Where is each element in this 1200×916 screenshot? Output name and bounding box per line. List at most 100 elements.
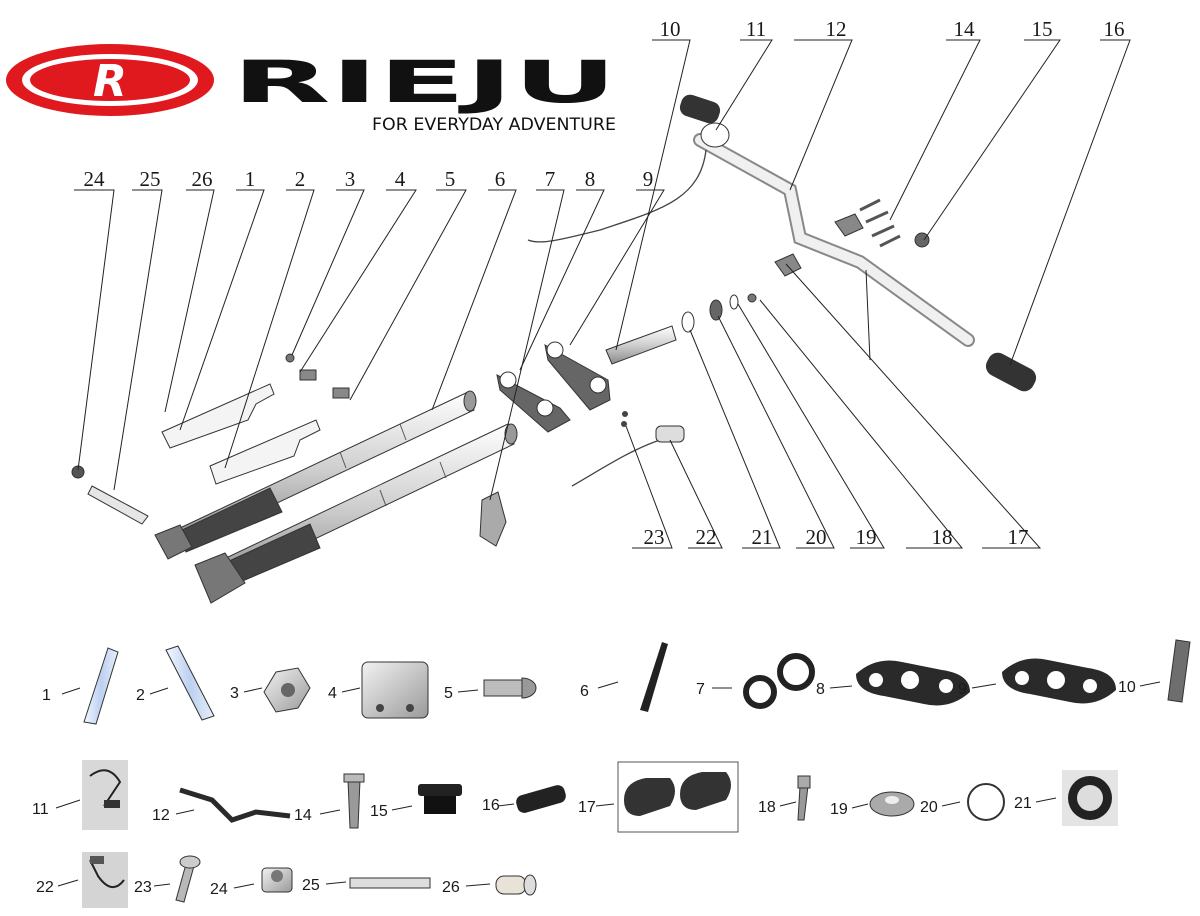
catalog-item-15: 15 [370,784,462,820]
callout-6: 6 [495,167,506,191]
catalog-item-17: 17 [578,761,739,833]
callout-20: 20 [806,525,827,549]
catalog-label-19: 19 [830,801,848,818]
catalog-item-4: 4 [328,661,429,719]
catalog-label-17: 17 [578,799,596,816]
catalog-label-7: 7 [696,681,705,698]
logo-oval-core [30,59,190,101]
callout-21: 21 [752,525,773,549]
catalog-item-9: 9 [958,658,1116,704]
catalog-label-14: 14 [294,807,312,824]
callout-3: 3 [345,167,356,191]
catalog-item-14: 14 [294,773,365,829]
catalog-item-24: 24 [210,867,293,898]
upper-triple-clamp [544,341,611,411]
catalog-item-2: 2 [136,645,215,721]
part-14-bolt [347,779,361,829]
fork-foot-left [154,524,193,560]
part-11-throttle-photo [82,760,128,830]
callout-labels: 24 25 26 1 2 3 4 5 6 7 8 9 10 11 12 14 1… [84,17,1125,549]
fork-tube-left [177,390,477,553]
fork-guard-right [209,419,321,485]
part-15-bar-plug [418,784,462,796]
catalog-label-21: 21 [1014,795,1032,812]
part-18-bolt [797,785,809,821]
brand-name: RIEJU [232,48,617,116]
catalog-label-11: 11 [32,801,49,818]
callout-7: 7 [545,167,556,191]
catalog-label-2: 2 [136,687,145,704]
part-1-fork-guard [83,647,119,725]
callout-8: 8 [585,167,596,191]
part-7-hose-guide [743,675,777,709]
callout-1: 1 [245,167,256,191]
catalog-label-16: 16 [482,797,500,814]
catalog-item-7: 7 [696,653,815,709]
bar-clamp-lower [774,253,802,277]
catalog-label-4: 4 [328,685,337,702]
catalog-item-5: 5 [444,677,537,702]
throttle-housing [700,122,730,148]
callout-16: 16 [1104,17,1125,41]
callout-2: 2 [295,167,306,191]
catalog-label-5: 5 [444,685,453,702]
catalog-label-6: 6 [580,683,589,700]
part-25-axle [349,877,431,889]
callout-17: 17 [1008,525,1029,549]
catalog-item-1: 1 [42,647,119,725]
callout-18: 18 [932,525,953,549]
catalog-item-18: 18 [758,775,811,821]
catalog-label-3: 3 [230,685,239,702]
catalog-label-23: 23 [134,879,152,896]
catalog-label-22: 22 [36,879,54,896]
callout-22: 22 [696,525,717,549]
brand-tagline: FOR EVERYDAY ADVENTURE [372,115,616,135]
throttle-grip [679,94,721,124]
callout-15: 15 [1032,17,1053,41]
callout-23: 23 [644,525,665,549]
part-17-clamp-a [624,778,675,816]
catalog-label-26: 26 [442,879,460,896]
catalog-label-10: 10 [1118,679,1136,696]
catalog-label-18: 18 [758,799,776,816]
callout-19: 19 [856,525,877,549]
callout-25: 25 [140,167,161,191]
catalog-label-15: 15 [370,803,388,820]
rieju-logo: R RIEJU FOR EVERYDAY ADVENTURE [6,44,617,135]
kill-switch-wire [571,439,661,487]
catalog-label-20: 20 [920,799,938,816]
kill-switch [655,425,685,443]
exploded-view-artwork [71,94,1037,604]
catalog-item-10: 10 [1118,639,1191,703]
catalog-item-19: 19 [830,791,915,818]
catalog-item-23: 23 [134,855,201,903]
bearing-seal [709,299,723,321]
callout-5: 5 [445,167,456,191]
part-20-o-ring [967,783,1005,821]
catalog-label-24: 24 [210,881,228,898]
clamp-right [332,387,350,399]
part-23-bolt [175,863,195,903]
catalog-item-3: 3 [230,667,311,713]
part-6-fork-leg [640,642,668,712]
catalog-item-20: 20 [920,783,1005,821]
catalog-item-12: 12 [152,787,291,824]
callout-10: 10 [660,17,681,41]
catalog-label-25: 25 [302,877,320,894]
bearing [681,311,695,333]
callout-4: 4 [395,167,406,191]
part-22-switch-photo [82,852,128,908]
clamp-left [299,369,317,381]
bar-clamp-upper [834,213,864,237]
catalog-item-6: 6 [580,642,668,712]
fork-foot-right [194,552,246,604]
catalog-item-21: 21 [1014,770,1118,826]
catalog-item-25: 25 [302,877,431,894]
callout-9: 9 [643,167,654,191]
part-5-bolt [483,679,525,697]
callout-24: 24 [84,167,106,191]
catalog-item-11: 11 [32,760,128,830]
logo-letter: R [93,56,127,107]
